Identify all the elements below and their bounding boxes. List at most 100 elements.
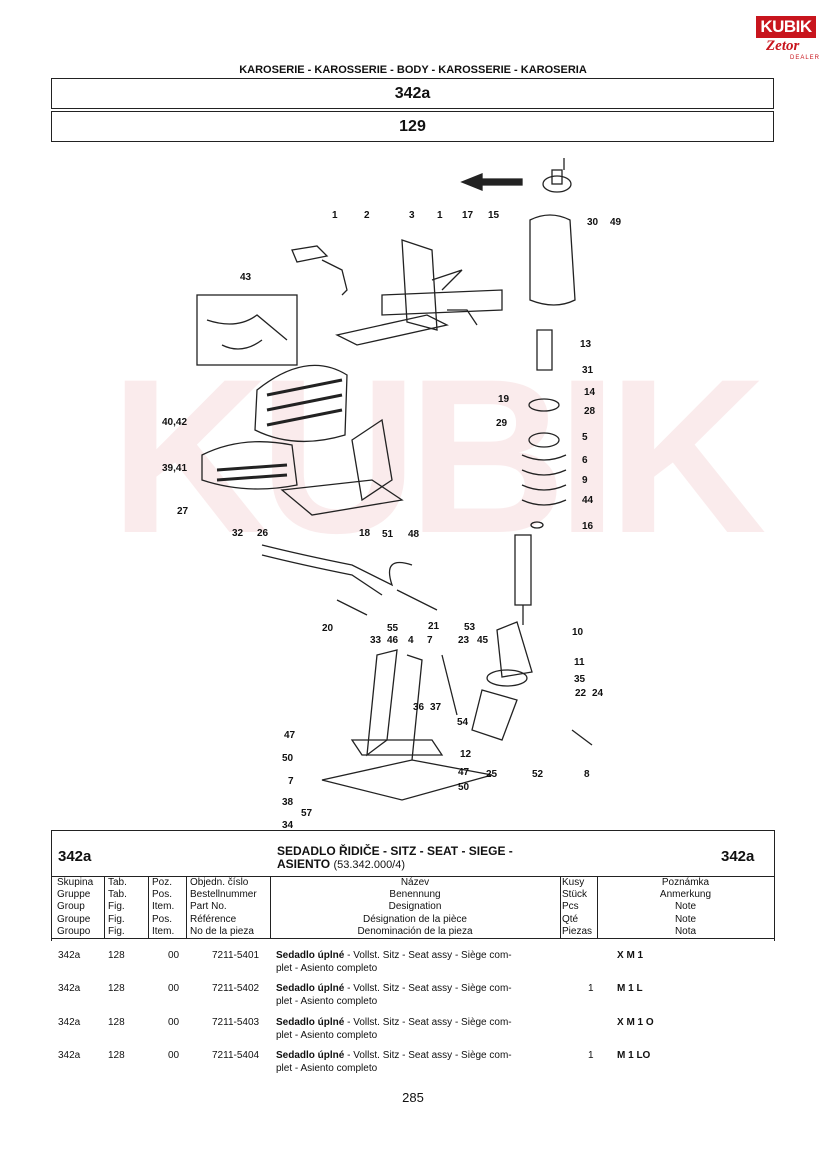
logo-sub: Zetor [766,38,800,54]
page-number: 285 [402,1090,424,1105]
cell-name: - Vollst. Sitz - Seat assy - Siège com- [347,1017,512,1028]
parts-diagram: 1 2 3 1 17 15 30 49 43 13 31 14 19 28 29… [162,158,622,830]
header-cell: Kusy [562,877,585,888]
header-cell: Référence [190,913,237,925]
group-box: 342a [51,78,774,109]
callout: 11 [574,657,585,668]
callout: 6 [582,455,588,466]
callout: 34 [282,820,294,830]
callout: 57 [301,808,313,819]
divider [51,938,774,939]
callout: 28 [584,406,596,417]
callout: 10 [572,627,584,638]
callout: 2 [364,210,370,221]
table-group-code: 342a [58,848,92,865]
callout: 38 [282,797,294,808]
callout: 4 [408,635,414,646]
cell-part: 7211-5402 [212,983,260,994]
callout: 43 [240,272,252,283]
cell-fig: 128 [108,1017,125,1028]
callout: 26 [257,528,269,539]
cell-note: X M 1 O [617,1017,654,1028]
col-header-qty: Kusy Stück Pcs Qté Piezas [562,877,592,938]
cell-qty: 1 [588,983,594,994]
callout: 33 [370,635,382,646]
table-group-code-right: 342a [721,848,755,865]
header-cell: Skupina [57,877,94,888]
parts-table [51,830,775,941]
header-cell: Fig. [108,913,125,925]
header-cell: Pos. [152,913,173,925]
header-cell: Piezas [562,925,593,937]
header-cell: Groupe [57,913,91,925]
cell-part: 7211-5401 [212,950,260,961]
cell-name-bold: Sedadlo úplné [276,1017,345,1028]
header-cell: Denominación de la pieza [357,925,473,937]
cell-qty: 1 [588,1050,594,1061]
callout: 20 [322,623,334,634]
callout: 55 [387,623,399,634]
col-header-fig: Tab. Tab. Fig. Fig. Fig. [108,877,127,938]
callout: 50 [282,753,294,764]
callout: 25 [486,769,498,780]
cell-name-line2: plet - Asiento completo [276,996,378,1007]
cell-name-line2: plet - Asiento completo [276,1063,378,1074]
callout: 19 [498,394,510,405]
cell-name: - Vollst. Sitz - Seat assy - Siège com- [347,1050,512,1061]
header-cell: Gruppe [57,889,91,901]
callout: 44 [582,495,594,506]
callout: 1 [332,210,338,221]
callout: 47 [284,730,296,741]
header-cell: Stück [562,889,588,901]
callout: 14 [584,387,596,398]
callout: 39,41 [162,463,187,474]
cell-pos: 00 [168,1050,180,1061]
header-cell: Nota [674,925,697,937]
table-title-ref: (53.342.000/4) [333,859,406,871]
brand-logo: KUBIK Zetor DEALER [756,16,819,66]
callout: 53 [464,622,476,633]
logo-text: KUBIK [756,16,816,38]
col-header-name: Název Benennung Designation Désignation … [270,877,560,938]
callout: 32 [232,528,244,539]
callout: 1 [437,210,443,221]
callout: 48 [408,529,420,540]
cell-name-bold: Sedadlo úplné [276,1050,345,1061]
col-header-group: Skupina Gruppe Group Groupe Groupo [57,877,93,938]
callout: 3 [409,210,415,221]
cell-name: - Vollst. Sitz - Seat assy - Siège com- [347,983,512,994]
cell-group: 342a [58,1017,81,1028]
cell-part: 7211-5403 [212,1017,260,1028]
callout: 50 [458,782,470,793]
callout: 7 [427,635,433,646]
callout: 21 [428,621,440,632]
header-cell: Part No. [190,901,227,913]
divider [51,876,774,877]
cell-pos: 00 [168,950,180,961]
header-cell: Název [400,877,430,888]
header-cell: Benennung [389,889,441,901]
cell-fig: 128 [108,983,125,994]
cell-group: 342a [58,1050,81,1061]
callout: 5 [582,432,588,443]
header-cell: Fig. [108,901,125,913]
table-title-line2: ASIENTO [277,857,331,871]
header-cell: Tab. [108,889,127,901]
callout: 8 [584,769,590,780]
cell-fig: 128 [108,950,125,961]
callout: 9 [582,475,588,486]
header-cell: Tab. [108,877,127,888]
cell-part: 7211-5404 [212,1050,260,1061]
header-cell: No de la pieza [190,925,254,937]
callout: 30 [587,217,599,228]
page-title: KAROSERIE - KAROSSERIE - BODY - KAROSSER… [239,64,587,76]
header-cell: Objedn. číslo [190,877,249,888]
callout: 31 [582,365,594,376]
cell-pos: 00 [168,983,180,994]
header-cell: Designation [388,901,442,913]
figure-box: 129 [51,111,774,142]
cell-name-line2: plet - Asiento completo [276,963,378,974]
column-divider [597,876,598,938]
watermark: KUBIK [110,333,767,579]
callout: 37 [430,702,442,713]
